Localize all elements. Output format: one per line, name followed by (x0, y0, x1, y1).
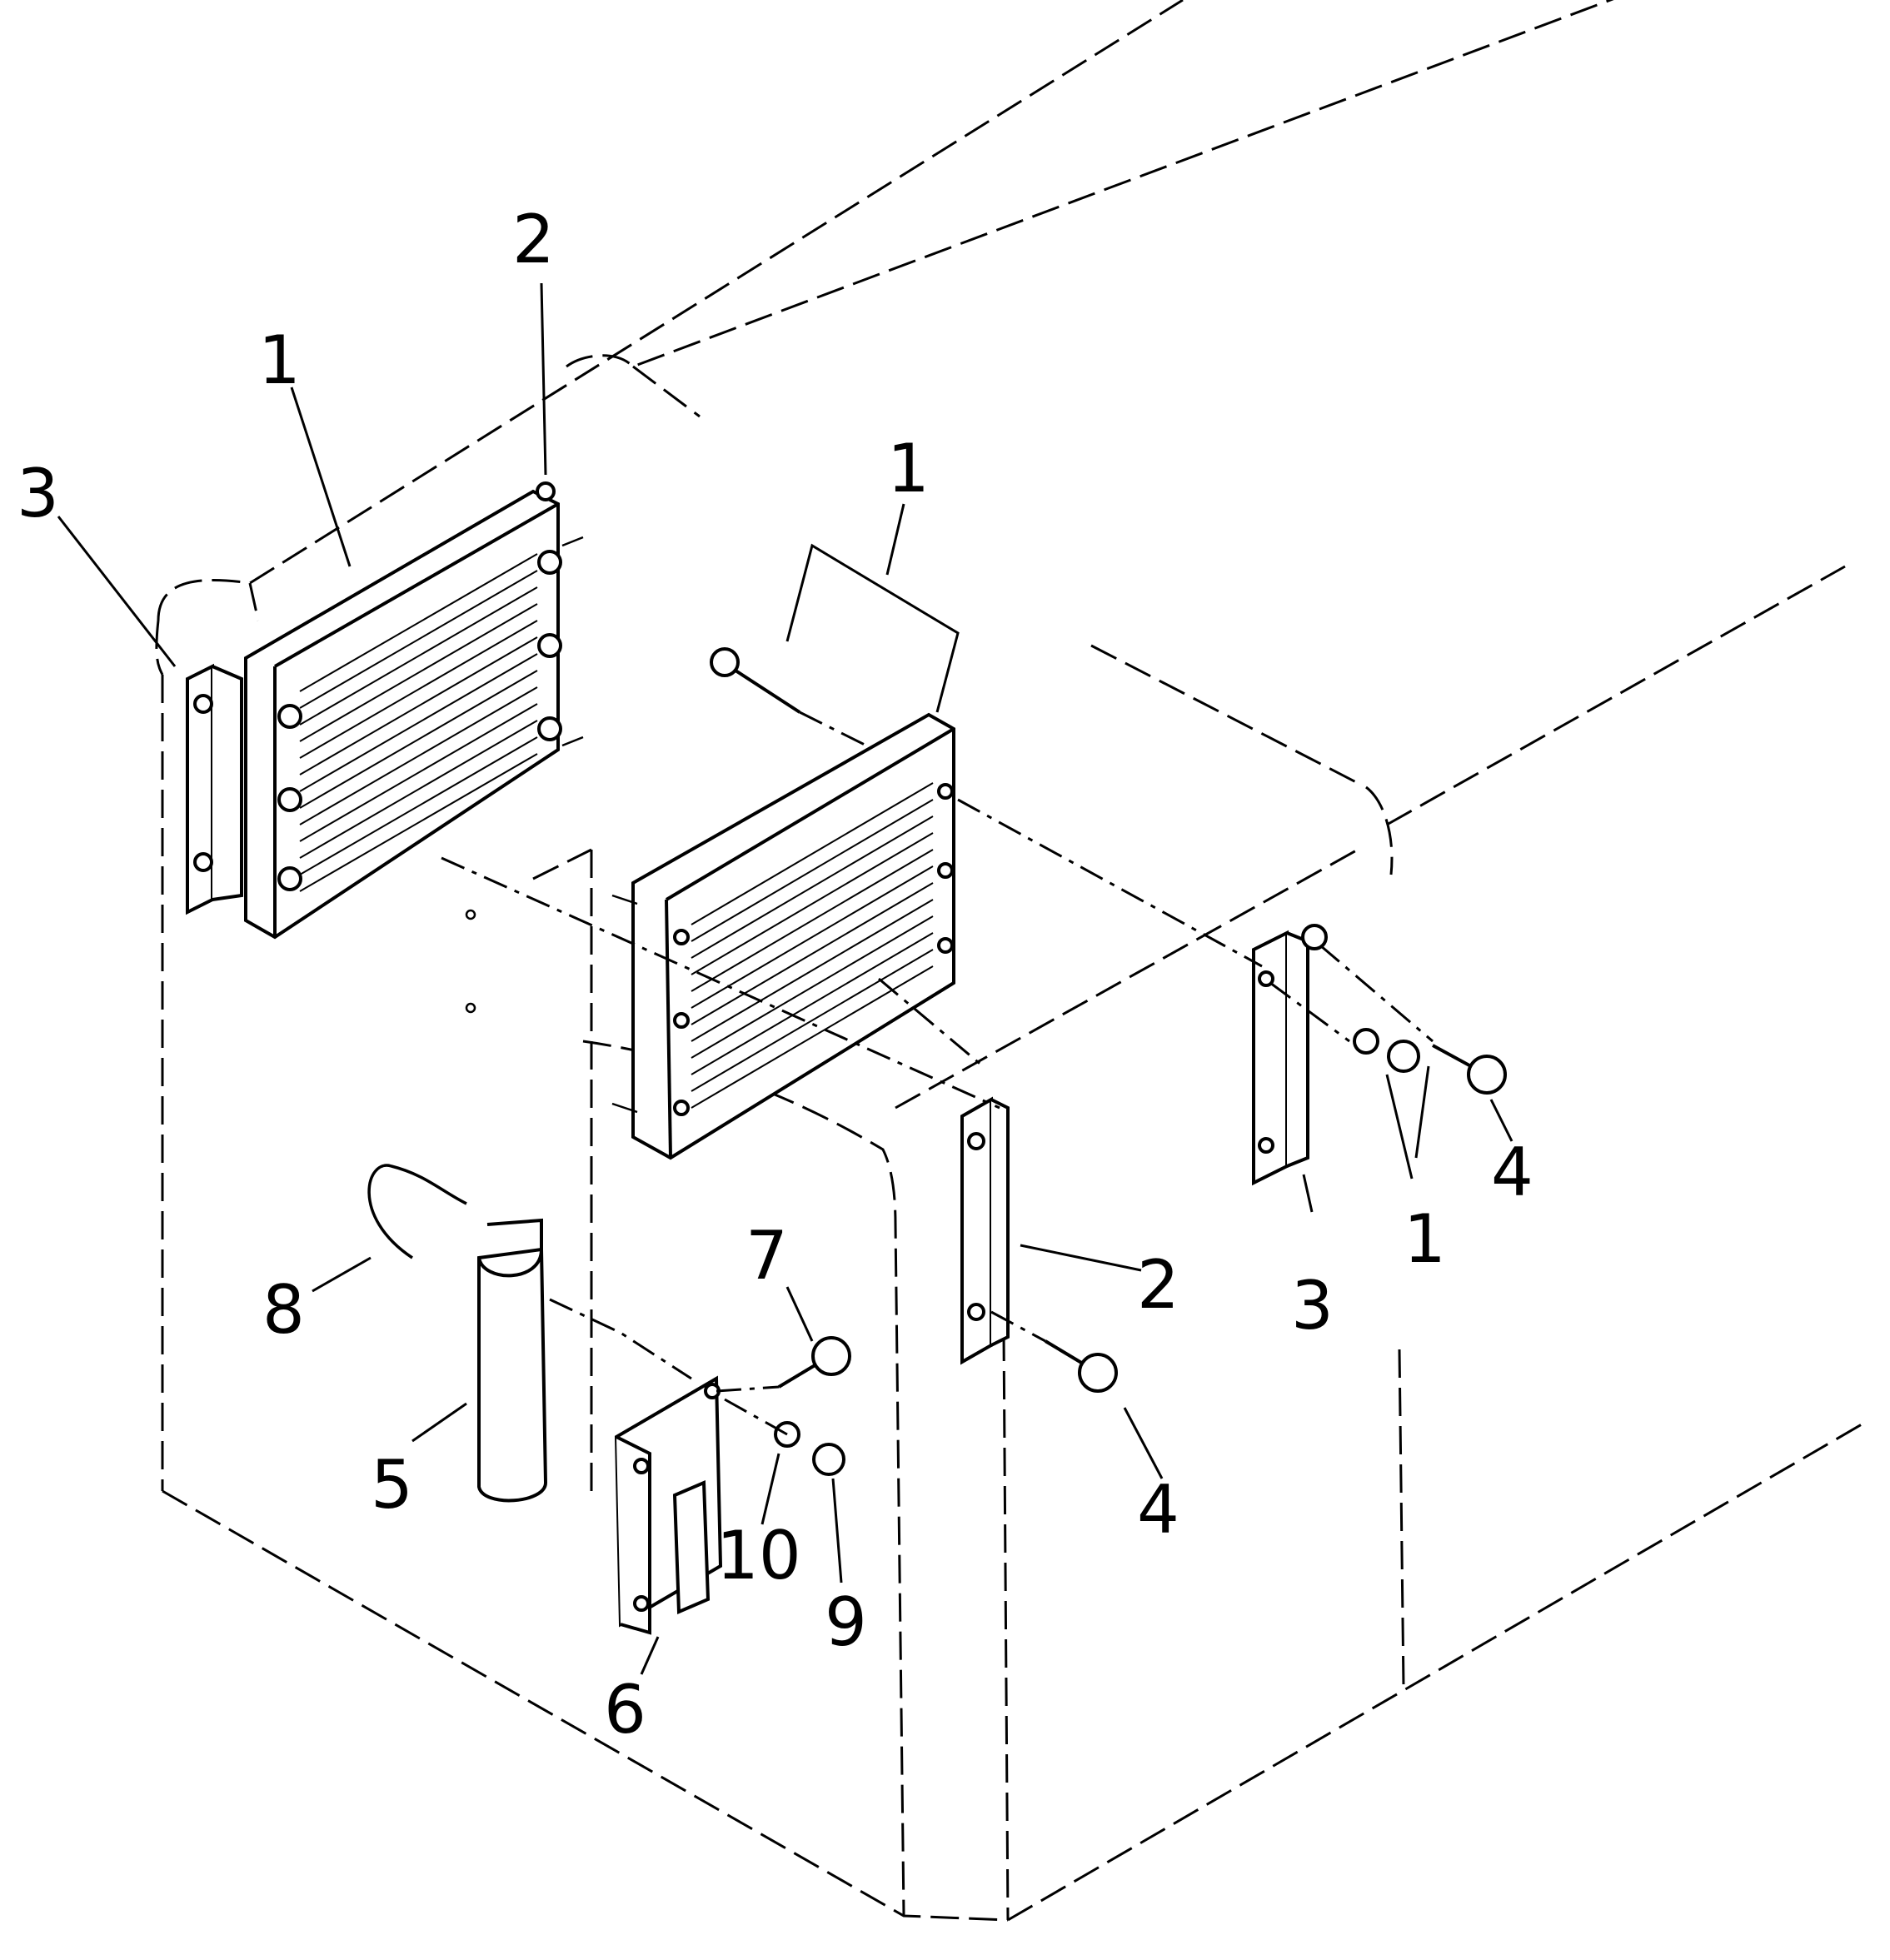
lower-parts (367, 1164, 723, 1635)
middle-cooler (611, 647, 955, 1160)
callout-4-center: 4 (1137, 1471, 1179, 1549)
callout-9: 9 (825, 1583, 867, 1661)
callout-1-left: 1 (258, 322, 301, 399)
leader-lines (57, 282, 1513, 1675)
callouts: 1 2 3 1 8 7 5 10 9 6 2 4 3 1 4 (17, 201, 1533, 1748)
callout-3-left: 3 (17, 455, 59, 532)
callout-2-left: 2 (512, 201, 555, 278)
brackets (960, 924, 1328, 1365)
callout-10: 10 (716, 1517, 801, 1594)
callout-1-right: 1 (1404, 1200, 1446, 1278)
callout-4-right: 4 (1491, 1134, 1533, 1211)
fasteners (465, 909, 1507, 1476)
callout-5: 5 (371, 1446, 413, 1524)
callout-2-right: 2 (1137, 1246, 1179, 1324)
callout-7: 7 (746, 1217, 788, 1294)
middle-cooler-fins (691, 782, 934, 1109)
machine-body-outline (155, 0, 1863, 1922)
callout-1-middle: 1 (887, 430, 930, 507)
callout-3-right: 3 (1291, 1267, 1334, 1344)
callout-6: 6 (604, 1671, 646, 1748)
left-cooler-fins (299, 553, 538, 892)
callout-8: 8 (262, 1271, 305, 1349)
left-cooler (186, 481, 584, 940)
